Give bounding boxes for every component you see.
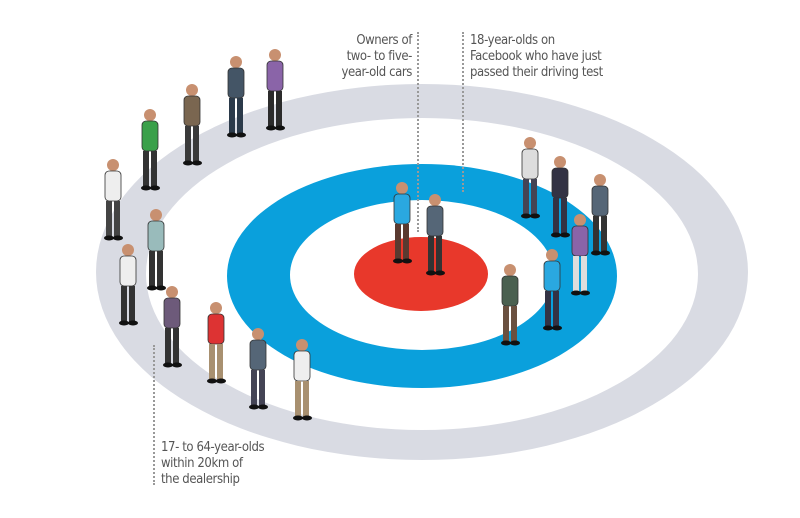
person-figure [426,194,445,276]
inner-label-line: two- to five- [346,49,413,64]
person-figure [551,156,570,238]
person-figure [207,302,226,384]
person-figure [249,328,268,410]
person-figure [141,109,160,191]
person-figure [571,214,590,296]
person-figure [521,137,540,219]
inner-leader-line [417,32,419,232]
person-figure [543,249,562,331]
person-figure [183,84,202,166]
middle-leader-line [462,32,464,192]
outer-label-line: the dealership [161,472,240,487]
person-figure [591,174,610,256]
person-figure [147,209,166,291]
middle-label-line: Facebook who have just [470,49,602,64]
person-figure [227,56,246,138]
person-figure [501,264,520,346]
inner-label-line: year-old cars [341,65,412,80]
middle-segment-label: 18-year-olds on Facebook who have just p… [470,33,640,81]
inner-label-line: Owners of [356,33,412,48]
outer-label-line: 17- to 64-year-olds [161,440,265,455]
person-figure [163,286,182,368]
middle-label-line: 18-year-olds on [470,33,555,48]
outer-leader-line [153,345,155,485]
outer-segment-label: 17- to 64-year-olds within 20km of the d… [161,440,301,488]
person-figure [393,182,412,264]
inner-segment-label: Owners of two- to five- year-old cars [330,33,412,81]
bullseye [354,237,488,311]
person-figure [293,339,312,421]
middle-label-line: passed their driving test [470,65,603,80]
person-figure [104,159,123,241]
outer-label-line: within 20km of [161,456,243,471]
person-figure [266,49,285,131]
person-figure [119,244,138,326]
people-figures [104,49,610,421]
